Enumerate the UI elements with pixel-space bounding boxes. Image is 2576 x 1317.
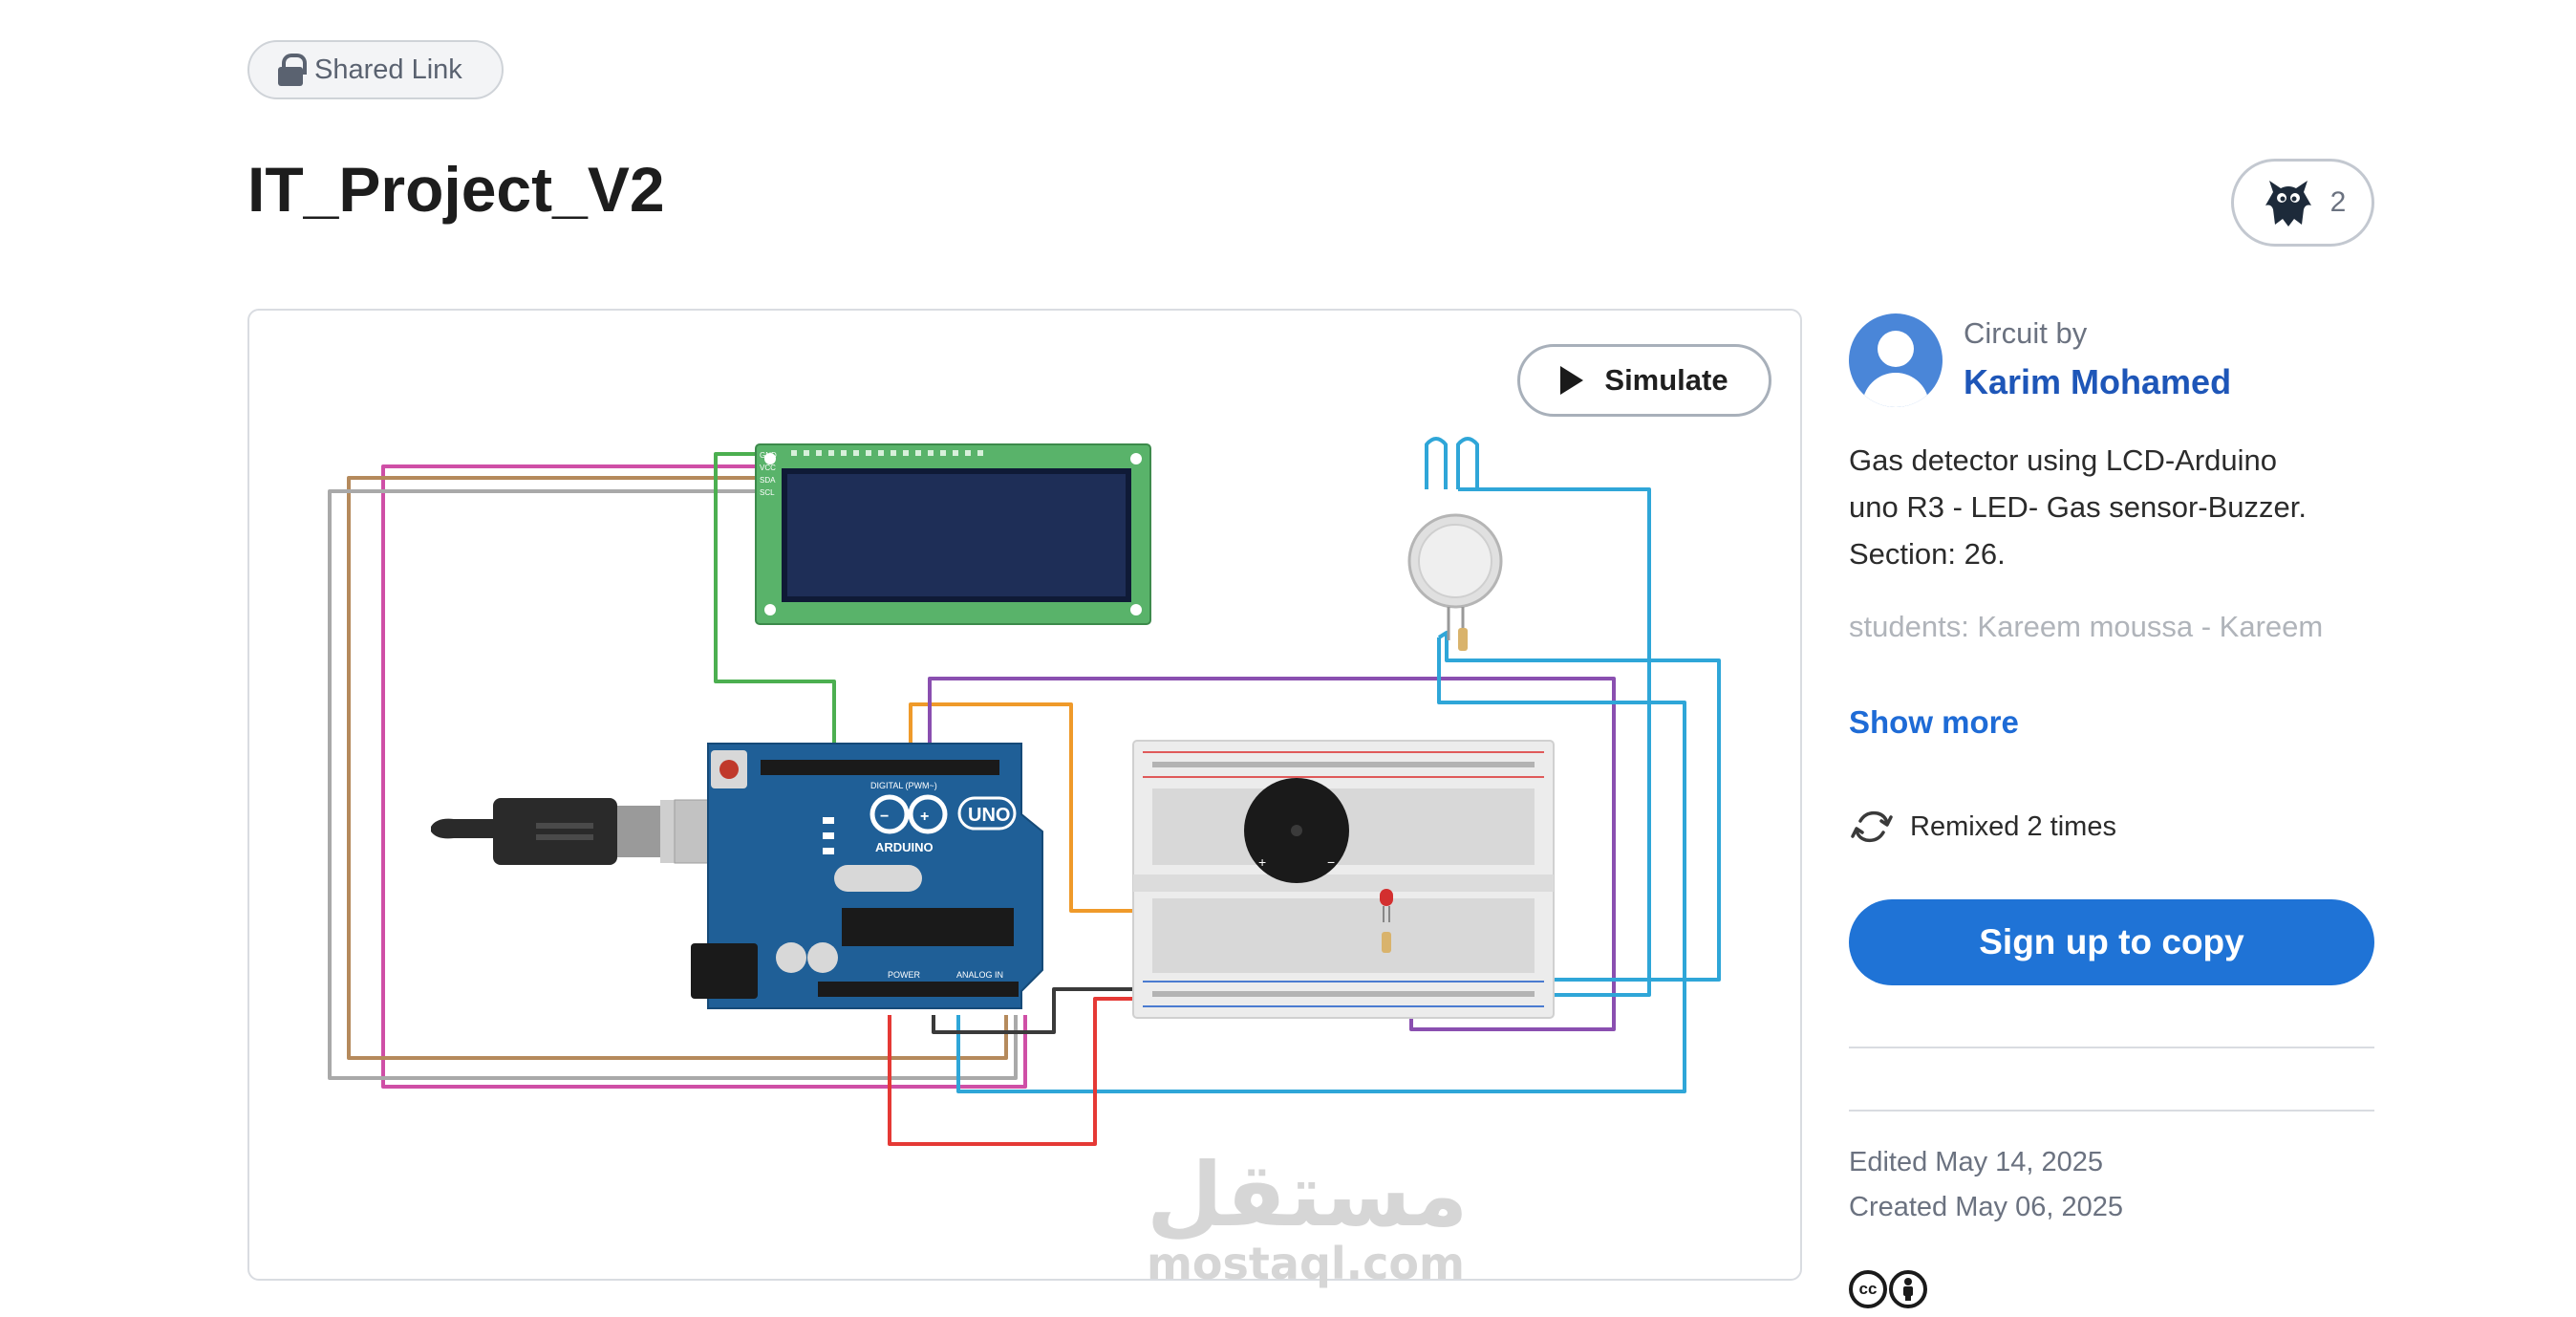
description-line: Gas detector using LCD-Arduino — [1849, 443, 2278, 477]
page-title: IT_Project_V2 — [247, 154, 665, 225]
remix-icon — [1851, 810, 1893, 843]
show-more-link[interactable]: Show more — [1849, 704, 2019, 740]
cc-icon: cc — [1849, 1270, 1887, 1308]
svg-text:+: + — [920, 809, 929, 825]
gas-sensor — [1407, 513, 1503, 651]
circuit-description: Gas detector using LCD-Arduino uno R3 - … — [1849, 437, 2374, 577]
arduino-model-label: UNO — [968, 805, 1010, 826]
shared-link-label: Shared Link — [314, 54, 462, 85]
lock-icon — [278, 54, 307, 86]
divider — [1849, 1110, 2374, 1112]
lcd-pin-vcc: VCC — [760, 464, 776, 472]
shared-link-badge[interactable]: Shared Link — [247, 40, 504, 99]
remix-count[interactable]: Remixed 2 times — [1849, 804, 2116, 850]
edited-date: Edited May 14, 2025 — [1849, 1147, 2104, 1177]
arduino-brand-label: ARDUINO — [875, 840, 934, 854]
lcd-display: GND VCC SDA SCL — [755, 443, 1151, 625]
circuit-diagram: GND VCC SDA SCL — [328, 437, 1721, 1146]
tinkercad-mascot-icon — [2265, 181, 2311, 227]
lcd-pin-scl: SCL — [760, 488, 775, 497]
breadboard — [1132, 740, 1555, 1019]
watermark-arabic: مستقل — [1147, 1144, 1469, 1246]
license-badge[interactable]: cc — [1849, 1270, 1927, 1308]
svg-text:+: + — [1258, 854, 1266, 870]
created-date: Created May 06, 2025 — [1849, 1192, 2123, 1222]
usb-cable — [431, 798, 733, 865]
play-icon — [1560, 366, 1584, 395]
wires — [328, 437, 1721, 1146]
fans-count: 2 — [2329, 186, 2347, 218]
description-line: Section: 26. — [1849, 537, 2006, 571]
author-link[interactable]: Karim Mohamed — [1964, 362, 2232, 401]
circuit-by-label: Circuit by — [1964, 316, 2088, 350]
arduino-analog-label: ANALOG IN — [956, 970, 1003, 980]
arduino-power-label: POWER — [888, 970, 921, 980]
arduino-uno-board: − + ARDUINO UNO DIGITAL (PWM~) POWER ANA… — [691, 743, 1043, 1009]
divider — [1849, 1047, 2374, 1048]
sign-up-to-copy-button[interactable]: Sign up to copy — [1849, 899, 2374, 985]
watermark-latin: mostaql.com — [1147, 1238, 1465, 1289]
watermark: مستقل mostaql.com — [1147, 1144, 1469, 1289]
lcd-pin-sda: SDA — [760, 476, 776, 485]
lcd-pin-gnd: GND — [760, 451, 777, 460]
piezo-buzzer: + − — [1244, 778, 1349, 883]
description-truncated: students: Kareem moussa - Kareem — [1849, 610, 2324, 643]
simulate-button[interactable]: Simulate — [1517, 344, 1771, 417]
simulate-label: Simulate — [1604, 363, 1728, 397]
svg-text:−: − — [1327, 854, 1335, 870]
svg-text:−: − — [880, 809, 889, 825]
fans-button[interactable]: 2 — [2231, 159, 2374, 247]
author-avatar[interactable] — [1849, 313, 1943, 407]
dates: Edited May 14, 2025 Created May 06, 2025 — [1849, 1140, 2123, 1230]
led-resistor — [1382, 932, 1391, 953]
by-attribution-icon — [1889, 1270, 1927, 1308]
description-line: uno R3 - LED- Gas sensor-Buzzer. — [1849, 490, 2307, 524]
arduino-digital-label: DIGITAL (PWM~) — [870, 781, 937, 790]
remixed-label: Remixed 2 times — [1910, 810, 2116, 842]
red-led — [1380, 889, 1393, 922]
circuit-viewer[interactable]: GND VCC SDA SCL — [247, 309, 1802, 1281]
